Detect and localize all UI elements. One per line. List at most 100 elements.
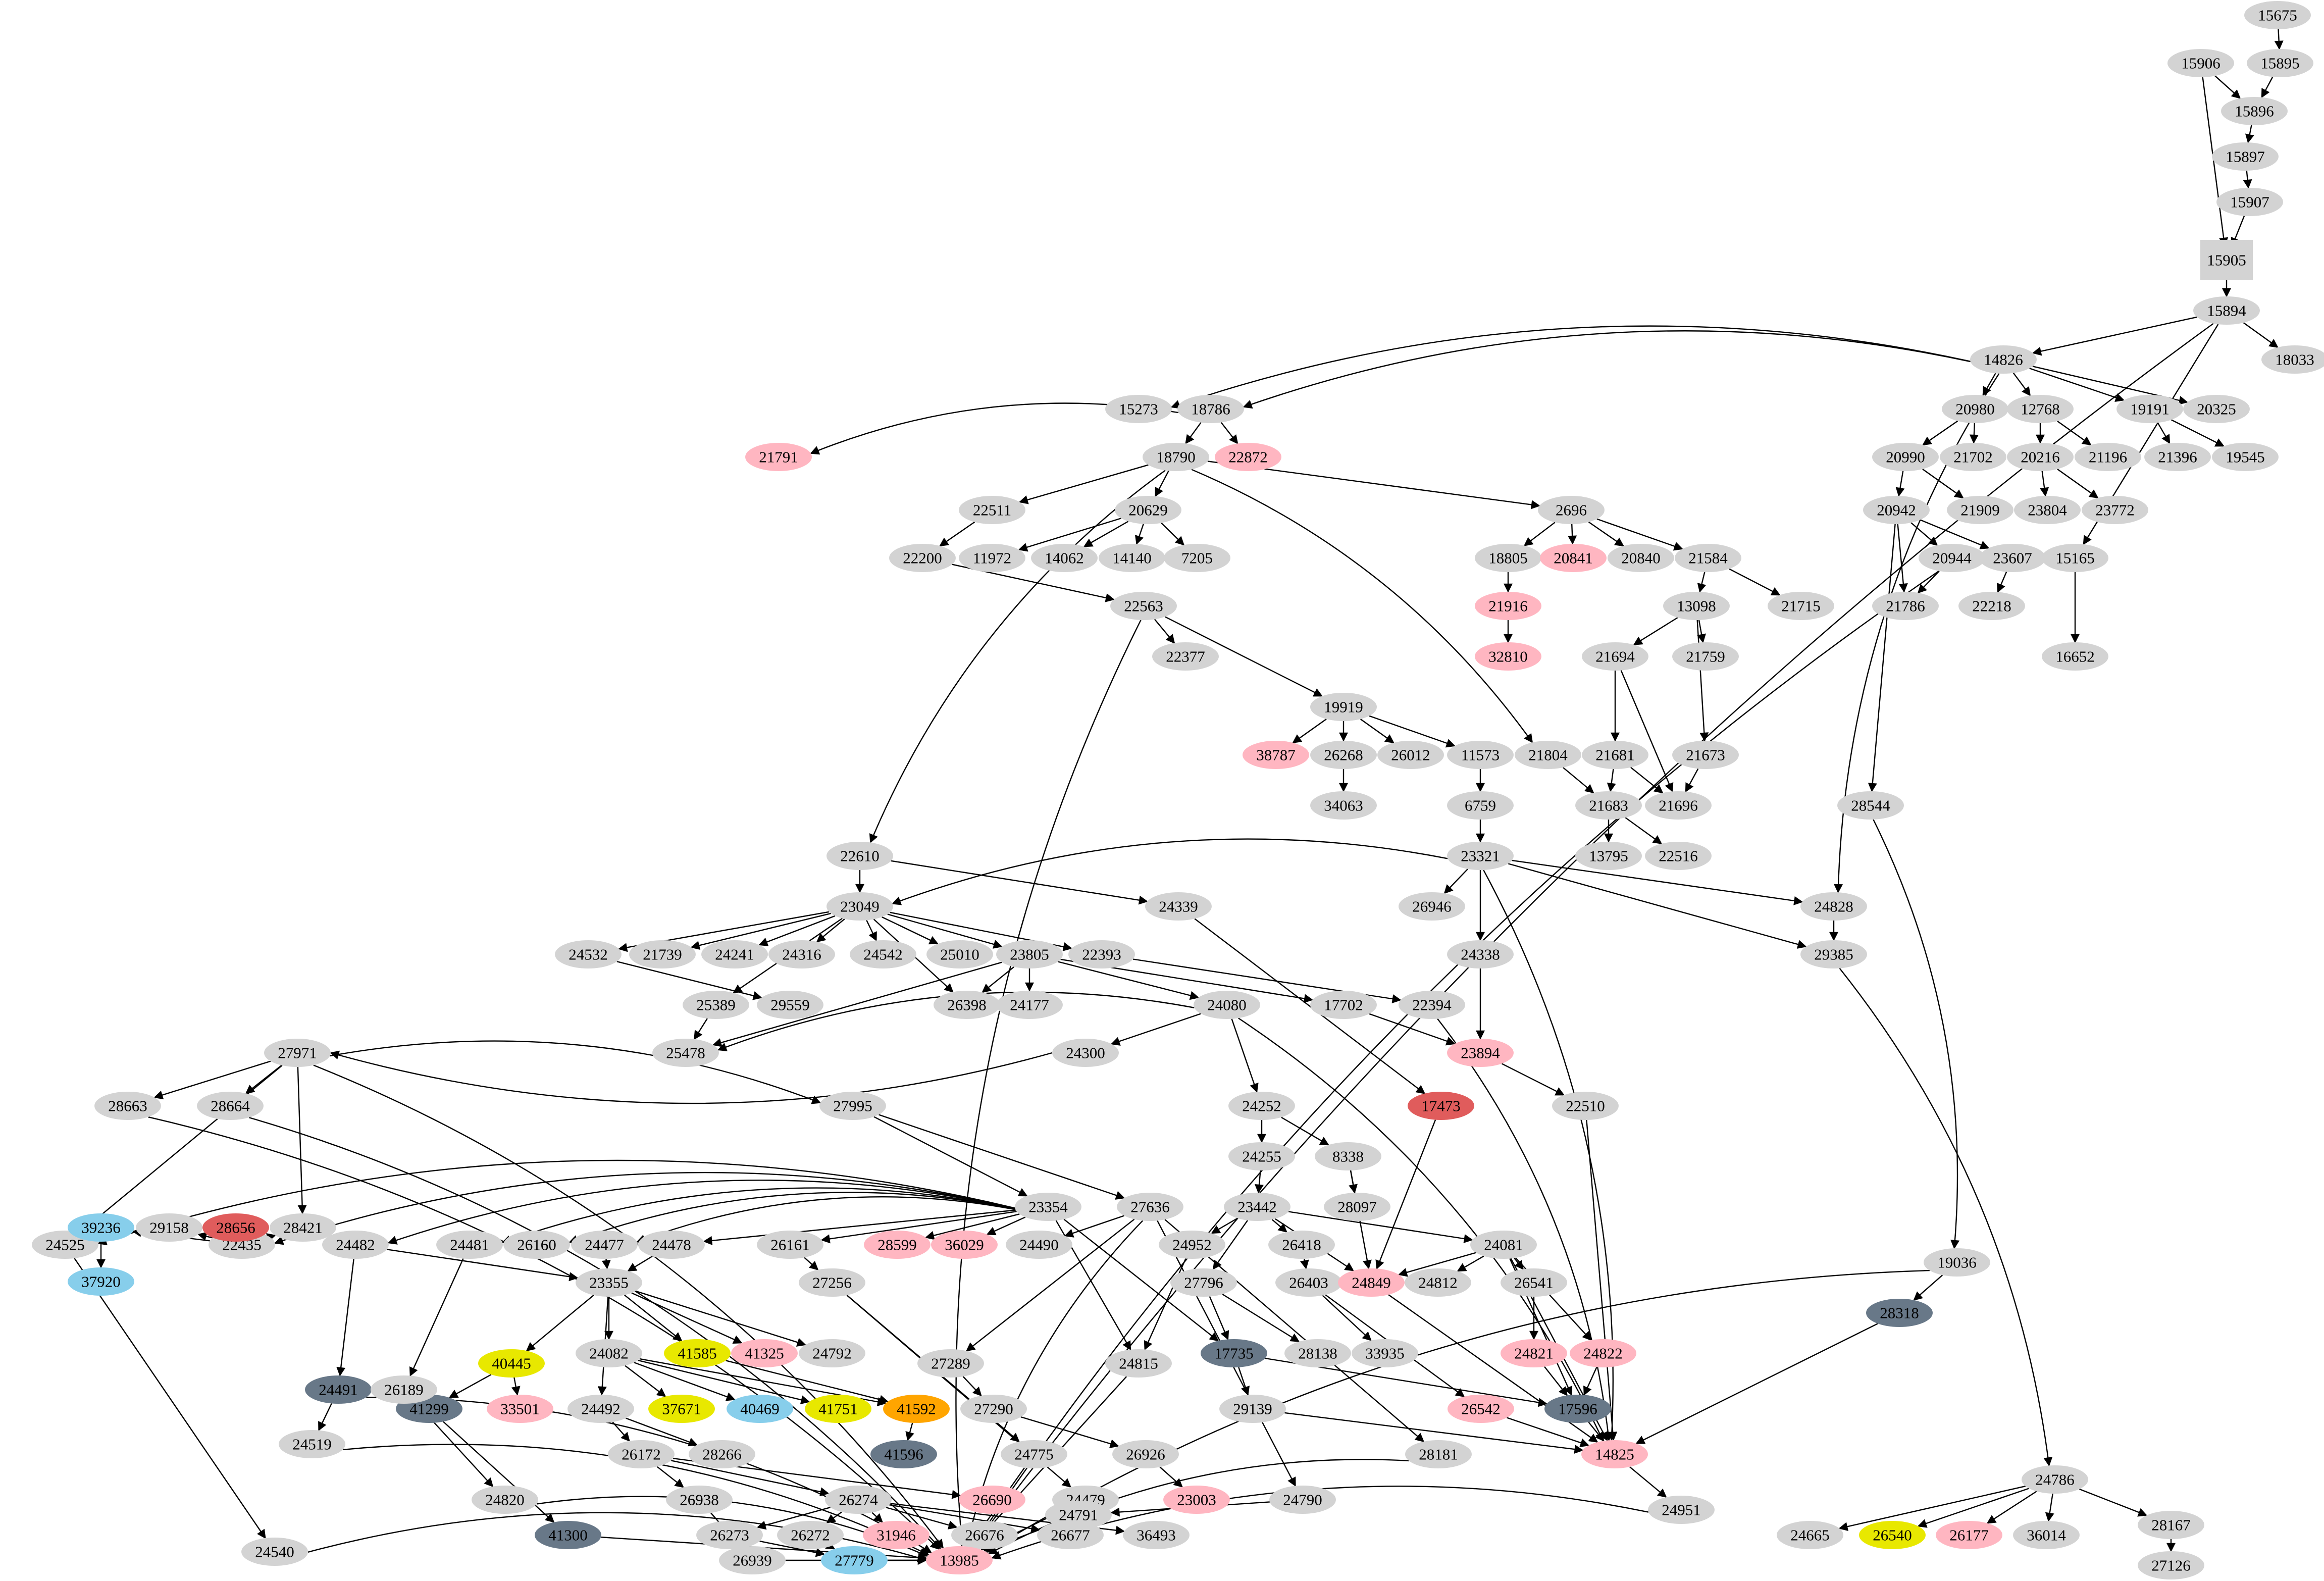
node-26690: 26690	[959, 1486, 1025, 1514]
edge-23354-36029	[986, 1216, 1026, 1236]
node-28138: 28138	[1284, 1339, 1351, 1367]
edge-27289-27290	[962, 1376, 982, 1397]
edge-20990-21909	[1922, 469, 1964, 499]
node-ellipse-shape	[1552, 1092, 1619, 1120]
node-label: 41751	[818, 1400, 858, 1418]
node-ellipse-shape	[1672, 741, 1739, 769]
node-label: 29559	[770, 996, 810, 1014]
node-22516: 22516	[1645, 842, 1712, 870]
node-18786: 18786	[1177, 395, 1244, 423]
edge-41592-41596	[905, 1422, 914, 1441]
edge-15894-13985	[972, 323, 2214, 1548]
node-24775: 24775	[1001, 1440, 1067, 1468]
node-22610: 22610	[827, 842, 893, 870]
node-ellipse-shape	[1228, 1092, 1295, 1120]
edge-14826-20980	[1982, 373, 1996, 396]
node-24478: 24478	[638, 1231, 705, 1259]
node-26177: 26177	[1936, 1521, 2002, 1549]
node-ellipse-shape	[2216, 188, 2283, 216]
edge-26274-26677	[889, 1504, 1041, 1534]
node-ellipse-shape	[959, 544, 1025, 572]
node-15894: 15894	[2193, 296, 2260, 325]
node-ellipse-shape	[1110, 592, 1177, 620]
node-label: 23003	[1177, 1491, 1216, 1509]
edge-20944-21786	[1917, 571, 1940, 594]
node-21584: 21584	[1675, 544, 1741, 572]
node-ellipse-shape	[701, 940, 768, 968]
node-label: 19919	[1324, 698, 1363, 716]
node-24482: 24482	[322, 1231, 389, 1259]
edge-27796-28138	[1222, 1294, 1300, 1342]
node-24177: 24177	[996, 991, 1063, 1019]
edge-27796-17735	[1209, 1296, 1229, 1341]
node-20840: 20840	[1608, 544, 1674, 572]
node-label: 24519	[292, 1436, 332, 1453]
node-ellipse-shape	[870, 1440, 937, 1468]
node-label: 24491	[319, 1381, 358, 1399]
edge-26274-31946	[871, 1512, 884, 1523]
node-label: 24080	[1207, 996, 1247, 1014]
node-ellipse-shape	[1866, 1299, 1933, 1327]
node-19191: 19191	[2116, 395, 2183, 423]
node-ellipse-shape	[1447, 842, 1514, 870]
edge-24482-24491	[336, 1258, 354, 1376]
node-41300: 41300	[535, 1521, 601, 1549]
node-label: 28266	[702, 1446, 742, 1463]
node-label: 26946	[1412, 898, 1452, 915]
edge-26274-26272	[826, 1511, 842, 1523]
node-23607: 23607	[1979, 544, 2046, 572]
edge-22563-13985	[955, 620, 1142, 1547]
node-20216: 20216	[2007, 443, 2074, 471]
node-26160: 26160	[503, 1231, 570, 1259]
edge-2696-18805	[1523, 522, 1556, 546]
node-label: 24792	[812, 1345, 852, 1362]
edge-27971-24525	[79, 1064, 283, 1233]
edge-23355-40445	[526, 1294, 594, 1352]
node-ellipse-shape	[689, 1440, 755, 1468]
node-ellipse-shape	[1475, 592, 1541, 620]
node-label: 24791	[1059, 1506, 1098, 1524]
node-label: 28181	[1419, 1446, 1458, 1463]
edge-2696-20841	[1568, 524, 1577, 545]
node-label: 21759	[1686, 648, 1725, 666]
node-label: 32810	[1488, 648, 1528, 666]
edge-24477-23355	[601, 1258, 611, 1269]
edge-24481-26189	[409, 1258, 464, 1377]
node-label: 26676	[965, 1526, 1004, 1544]
edge-20629-7205	[1161, 522, 1185, 546]
node-ellipse-shape	[567, 1395, 634, 1423]
node-ellipse-shape	[202, 1213, 269, 1242]
node-22200: 22200	[889, 544, 956, 572]
edge-24300-27971	[330, 1050, 1053, 1104]
node-ellipse-shape	[2007, 443, 2074, 471]
node-label: 14140	[1112, 549, 1152, 567]
node-ellipse-shape	[2221, 97, 2288, 125]
node-label: 20990	[1886, 448, 1925, 466]
node-26012: 26012	[1377, 741, 1444, 769]
node-24080: 24080	[1194, 991, 1260, 1019]
node-label: 21196	[2089, 448, 2127, 466]
node-24822: 24822	[1570, 1339, 1636, 1367]
node-ellipse-shape	[1663, 592, 1730, 620]
node-28663: 28663	[94, 1092, 161, 1120]
node-ellipse-shape	[1377, 741, 1444, 769]
node-label: 14826	[1984, 351, 2023, 369]
node-label: 21804	[1528, 746, 1568, 764]
node-ellipse-shape	[1115, 496, 1181, 524]
node-ellipse-shape	[1123, 1521, 1190, 1549]
node-ellipse-shape	[94, 1092, 161, 1120]
node-label: 36029	[945, 1236, 984, 1254]
edge-24081-24849	[1398, 1252, 1476, 1277]
edge-19036-13985	[986, 1269, 1930, 1553]
node-20944: 20944	[1919, 544, 1985, 572]
node-label: 21683	[1589, 797, 1628, 814]
node-26926: 26926	[1112, 1440, 1179, 1468]
node-label: 21702	[1953, 448, 1993, 466]
edge-14826-18786	[1243, 330, 1971, 409]
edge-24786-24665	[1838, 1486, 2026, 1531]
node-label: 25478	[666, 1044, 705, 1062]
node-ellipse-shape	[799, 1339, 865, 1367]
node-label: 20944	[1932, 549, 1972, 567]
node-label: 19191	[2130, 400, 2170, 418]
node-label: 28138	[1298, 1345, 1337, 1362]
